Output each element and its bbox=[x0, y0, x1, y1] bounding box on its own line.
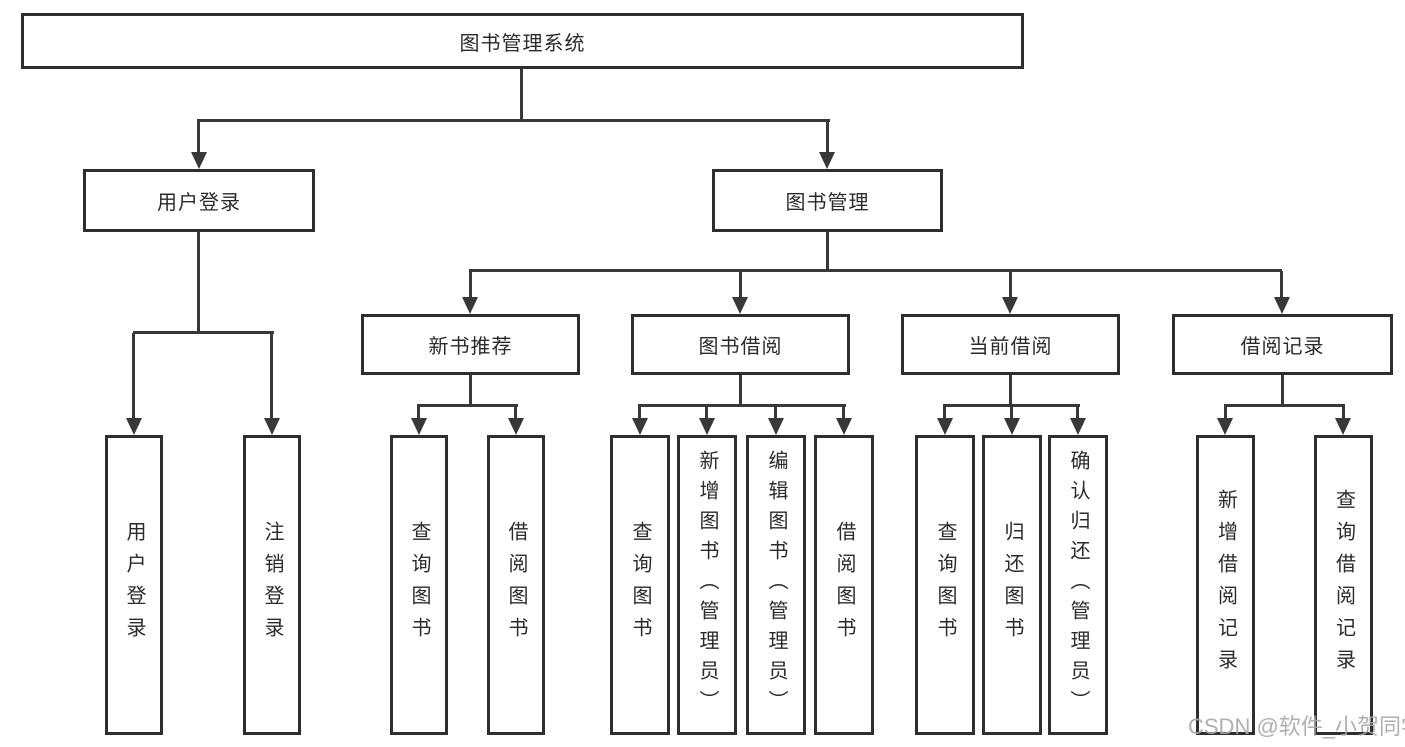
leaf-label: 确认归还（管理员） bbox=[1067, 450, 1089, 720]
arrow-down-icon bbox=[191, 152, 207, 169]
leaf-borrow-books: 借阅图书 bbox=[487, 435, 545, 735]
connector-line bbox=[1224, 404, 1345, 407]
leaf-confirm-return-admin: 确认归还（管理员） bbox=[1048, 435, 1108, 735]
node-label: 图书管理 bbox=[785, 192, 870, 214]
node-book-borrow: 图书借阅 bbox=[631, 314, 850, 375]
connector-line bbox=[417, 404, 518, 407]
connector-line bbox=[705, 406, 708, 420]
leaf-query-books: 查询图书 bbox=[390, 435, 448, 735]
connector-line bbox=[1224, 406, 1227, 420]
connector-line bbox=[1010, 406, 1013, 420]
arrow-down-icon bbox=[836, 418, 852, 435]
leaf-label: 借阅图书 bbox=[505, 521, 527, 649]
node-user-login: 用户登录 bbox=[83, 169, 315, 232]
connector-line bbox=[774, 406, 777, 420]
connector-line bbox=[739, 375, 742, 406]
connector-line bbox=[197, 121, 200, 154]
node-root-label: 图书管理系统 bbox=[459, 32, 586, 55]
connector-line bbox=[1076, 406, 1079, 420]
leaf-return-books: 归还图书 bbox=[982, 435, 1042, 735]
leaf-label: 借阅图书 bbox=[833, 521, 855, 649]
arrow-down-icon bbox=[508, 418, 524, 435]
leaf-borrow-books: 借阅图书 bbox=[814, 435, 874, 735]
connector-line bbox=[739, 271, 742, 299]
connector-line bbox=[197, 232, 200, 334]
leaf-logout: 注销登录 bbox=[243, 435, 301, 735]
leaf-label: 用户登录 bbox=[123, 521, 145, 649]
arrow-down-icon bbox=[1002, 297, 1018, 314]
arrow-down-icon bbox=[632, 418, 648, 435]
connector-line bbox=[469, 375, 472, 406]
connector-line bbox=[826, 232, 829, 272]
arrow-down-icon bbox=[819, 152, 835, 169]
connector-line bbox=[826, 121, 829, 154]
arrow-down-icon bbox=[264, 418, 280, 435]
arrow-down-icon bbox=[1335, 418, 1351, 435]
arrow-down-icon bbox=[732, 297, 748, 314]
arrow-down-icon bbox=[462, 297, 478, 314]
connector-line bbox=[417, 406, 420, 420]
leaf-label: 编辑图书（管理员） bbox=[765, 450, 787, 720]
connector-line bbox=[270, 333, 273, 420]
leaf-add-books-admin: 新增图书（管理员） bbox=[677, 435, 737, 735]
node-label: 新书推荐 bbox=[428, 336, 513, 358]
node-new-book-recommend: 新书推荐 bbox=[361, 314, 580, 375]
connector-line bbox=[132, 333, 135, 420]
connector-line bbox=[1342, 406, 1345, 420]
leaf-query-books: 查询图书 bbox=[610, 435, 670, 735]
arrow-down-icon bbox=[1070, 418, 1086, 435]
connector-line bbox=[1009, 375, 1012, 406]
node-label: 当前借阅 bbox=[968, 336, 1053, 358]
leaf-query-books: 查询图书 bbox=[915, 435, 975, 735]
connector-line bbox=[943, 404, 1080, 407]
arrow-down-icon bbox=[699, 418, 715, 435]
leaf-label: 查询图书 bbox=[408, 521, 430, 649]
leaf-label: 查询借阅记录 bbox=[1332, 489, 1355, 681]
arrow-down-icon bbox=[1004, 418, 1020, 435]
node-label: 图书借阅 bbox=[698, 336, 783, 358]
connector-line bbox=[1281, 375, 1284, 406]
connector-line bbox=[1280, 271, 1283, 299]
leaf-label: 查询图书 bbox=[629, 521, 651, 649]
arrow-down-icon bbox=[1217, 418, 1233, 435]
watermark: CSDN @软件_小贺同学 bbox=[1188, 714, 1405, 739]
connector-line bbox=[520, 69, 523, 120]
leaf-label: 归还图书 bbox=[1001, 521, 1023, 649]
arrow-down-icon bbox=[1274, 297, 1290, 314]
leaf-label: 新增借阅记录 bbox=[1214, 489, 1237, 681]
node-root: 图书管理系统 bbox=[21, 13, 1024, 69]
arrow-down-icon bbox=[411, 418, 427, 435]
arrow-down-icon bbox=[768, 418, 784, 435]
arrow-down-icon bbox=[126, 418, 142, 435]
leaf-label: 新增图书（管理员） bbox=[696, 450, 718, 720]
connector-line bbox=[943, 406, 946, 420]
node-label: 借阅记录 bbox=[1240, 336, 1325, 358]
leaf-label: 注销登录 bbox=[261, 521, 283, 649]
node-current-borrow: 当前借阅 bbox=[901, 314, 1120, 375]
connector-line bbox=[469, 269, 1282, 272]
connector-line bbox=[469, 271, 472, 299]
leaf-user-login: 用户登录 bbox=[105, 435, 163, 735]
connector-line bbox=[638, 406, 641, 420]
leaf-query-borrow-record: 查询借阅记录 bbox=[1314, 435, 1373, 735]
arrow-down-icon bbox=[937, 418, 953, 435]
connector-line bbox=[1009, 271, 1012, 299]
node-label: 用户登录 bbox=[157, 192, 241, 214]
node-book-management: 图书管理 bbox=[712, 169, 943, 232]
connector-line bbox=[197, 119, 830, 122]
leaf-add-borrow-record: 新增借阅记录 bbox=[1196, 435, 1255, 735]
connector-line bbox=[638, 404, 846, 407]
connector-line bbox=[514, 406, 517, 420]
leaf-edit-books-admin: 编辑图书（管理员） bbox=[746, 435, 806, 735]
leaf-label: 查询图书 bbox=[934, 521, 956, 649]
connector-line bbox=[842, 406, 845, 420]
node-borrow-records: 借阅记录 bbox=[1172, 314, 1393, 375]
connector-line bbox=[133, 331, 274, 334]
